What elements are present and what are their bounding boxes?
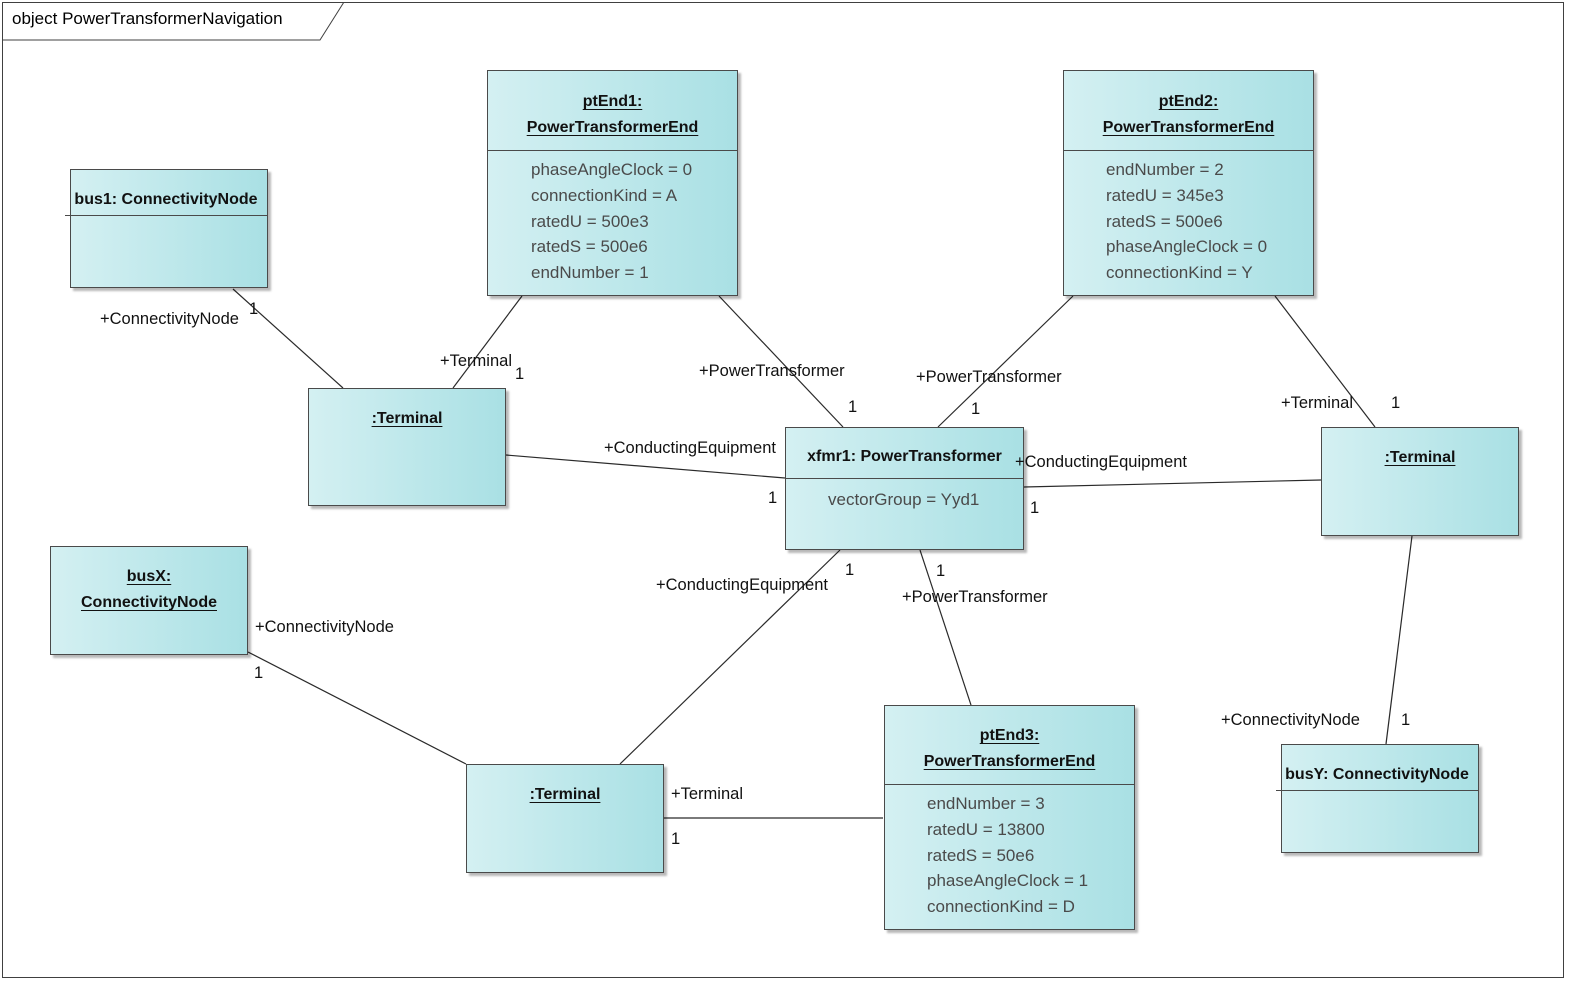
ptend3-attr: connectionKind = D — [927, 897, 1075, 917]
ptend2-header: ptEnd2: PowerTransformerEnd — [1064, 71, 1313, 151]
multiplicity-label: 1 — [249, 300, 259, 318]
multiplicity-label: 1 — [1401, 711, 1411, 729]
ptend1-attr: ratedU = 500e3 — [531, 211, 649, 231]
multiplicity-label: 1 — [936, 562, 946, 580]
role-label: +ConductingEquipment — [1015, 453, 1187, 471]
role-label: +ConnectivityNode — [255, 618, 394, 636]
xfmr1-attr: vectorGroup = Yyd1 — [828, 490, 980, 509]
link-terminal1-xfmr1 — [505, 454, 786, 479]
ptend3-class: PowerTransformerEnd — [923, 753, 1096, 770]
link-bus1-terminal1 — [232, 288, 344, 389]
frame-title: object PowerTransformerNavigation — [12, 9, 283, 28]
bus1-object[interactable]: bus1: ConnectivityNode — [65, 169, 268, 288]
xfmr1-name: xfmr1: PowerTransformer — [807, 448, 1002, 465]
busy-object[interactable]: busY: ConnectivityNode — [1276, 744, 1479, 853]
xfmr1-header: xfmr1: PowerTransformer — [786, 428, 1023, 479]
ptend1-header: ptEnd1: PowerTransformerEnd — [488, 71, 737, 151]
multiplicity-label: 1 — [848, 398, 858, 416]
multiplicity-label: 1 — [515, 365, 525, 383]
busx-object[interactable]: busX: ConnectivityNode — [50, 546, 248, 655]
link-ptend2-xfmr1 — [937, 295, 1074, 428]
ptend2-attr: connectionKind = Y — [1106, 263, 1253, 283]
link-xfmr1-ptend3 — [919, 549, 972, 706]
link-ptend2-terminal2 — [1274, 295, 1376, 428]
link-terminal2-busy — [1385, 535, 1413, 745]
role-label: +ConductingEquipment — [604, 439, 776, 457]
multiplicity-label: 1 — [845, 561, 855, 579]
terminal1-object[interactable]: :Terminal — [308, 388, 506, 506]
multiplicity-label: 1 — [971, 400, 981, 418]
ptend1-name: ptEnd1: — [582, 93, 643, 110]
role-label: +PowerTransformer — [916, 368, 1062, 386]
terminal2-header: :Terminal — [1322, 428, 1518, 471]
link-ptend1-terminal1 — [452, 295, 523, 389]
busx-class: ConnectivityNode — [80, 594, 217, 611]
bus1-name: bus1: ConnectivityNode — [74, 191, 258, 208]
ptend1-attr: connectionKind = A — [531, 185, 678, 205]
terminal3-header: :Terminal — [467, 765, 663, 808]
ptend2-name: ptEnd2: — [1158, 93, 1219, 110]
ptend2-class: PowerTransformerEnd — [1102, 119, 1275, 136]
busx-name: busX: — [126, 568, 172, 585]
ptend1-attr: phaseAngleClock = 0 — [531, 160, 693, 179]
multiplicity-label: 1 — [1030, 499, 1040, 517]
ptend3-attr: endNumber = 3 — [927, 794, 1045, 813]
ptend2-object[interactable]: ptEnd2: PowerTransformerEnd endNumber = … — [1063, 70, 1314, 296]
diagram-frame — [2, 2, 1564, 978]
frame-tab — [2, 2, 345, 41]
link-ptend1-xfmr1 — [718, 295, 844, 428]
ptend2-attr: ratedU = 345e3 — [1106, 185, 1224, 205]
terminal3-name: :Terminal — [529, 786, 601, 803]
busy-name: busY: ConnectivityNode — [1285, 766, 1469, 783]
multiplicity-label: 1 — [1391, 394, 1401, 412]
busy-header: busY: ConnectivityNode — [1276, 745, 1478, 791]
role-label: +Terminal — [440, 352, 512, 370]
role-label: +PowerTransformer — [902, 588, 1048, 606]
bus1-header: bus1: ConnectivityNode — [65, 170, 267, 216]
role-label: +ConductingEquipment — [656, 576, 828, 594]
ptend3-attr: phaseAngleClock = 1 — [927, 871, 1089, 891]
ptend3-object[interactable]: ptEnd3: PowerTransformerEnd endNumber = … — [884, 705, 1135, 930]
role-label: +Terminal — [1281, 394, 1353, 412]
ptend1-class: PowerTransformerEnd — [526, 119, 699, 136]
role-label: +PowerTransformer — [699, 362, 845, 380]
ptend1-attr: endNumber = 1 — [531, 263, 649, 283]
link-busx-terminal3 — [247, 651, 467, 765]
terminal2-name: :Terminal — [1384, 449, 1456, 466]
ptend3-header: ptEnd3: PowerTransformerEnd — [885, 706, 1134, 785]
role-label: +ConnectivityNode — [1221, 711, 1360, 729]
terminal2-object[interactable]: :Terminal — [1321, 427, 1519, 536]
ptend1-attr: ratedS = 500e6 — [531, 237, 648, 257]
role-label: +ConnectivityNode — [100, 310, 239, 328]
xfmr1-object[interactable]: xfmr1: PowerTransformer vectorGroup = Yy… — [785, 427, 1024, 550]
ptend3-attr: ratedS = 50e6 — [927, 845, 1035, 865]
role-label: +Terminal — [671, 785, 743, 803]
ptend2-attr: ratedS = 500e6 — [1106, 211, 1223, 231]
multiplicity-label: 1 — [671, 830, 681, 848]
ptend2-attr: phaseAngleClock = 0 — [1106, 237, 1268, 257]
ptend3-name: ptEnd3: — [979, 727, 1040, 744]
terminal1-name: :Terminal — [371, 410, 443, 427]
ptend1-object[interactable]: ptEnd1: PowerTransformerEnd phaseAngleCl… — [487, 70, 738, 296]
ptend2-attr: endNumber = 2 — [1106, 160, 1224, 179]
busx-header: busX: ConnectivityNode — [51, 547, 247, 616]
link-xfmr1-terminal3 — [619, 549, 841, 765]
link-xfmr1-terminal2 — [1023, 479, 1322, 488]
multiplicity-label: 1 — [768, 489, 778, 507]
multiplicity-label: 1 — [254, 664, 264, 682]
ptend3-attr: ratedU = 13800 — [927, 819, 1045, 839]
terminal1-header: :Terminal — [309, 389, 505, 432]
terminal3-object[interactable]: :Terminal — [466, 764, 664, 873]
